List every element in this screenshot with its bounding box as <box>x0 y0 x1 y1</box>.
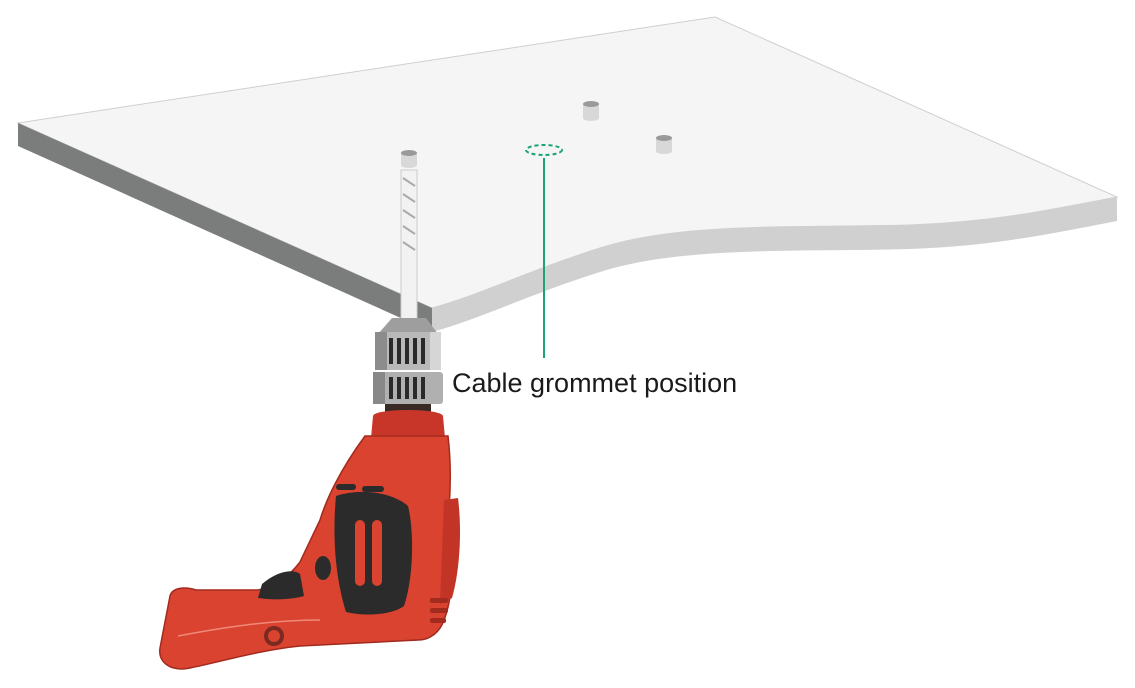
callout-label: Cable grommet position <box>452 368 737 398</box>
grommet-callout: Cable grommet position <box>452 144 737 398</box>
board-pegs <box>401 101 672 168</box>
grommet-marker-icon <box>525 144 563 156</box>
peg-icon <box>583 101 599 121</box>
power-drill-icon <box>159 318 460 670</box>
board-side-edge <box>432 197 1117 332</box>
desk-board <box>16 16 1119 332</box>
peg-icon <box>401 150 417 168</box>
drill-bit-icon <box>400 169 418 321</box>
peg-icon <box>656 135 672 154</box>
board-front-edge <box>18 123 432 332</box>
